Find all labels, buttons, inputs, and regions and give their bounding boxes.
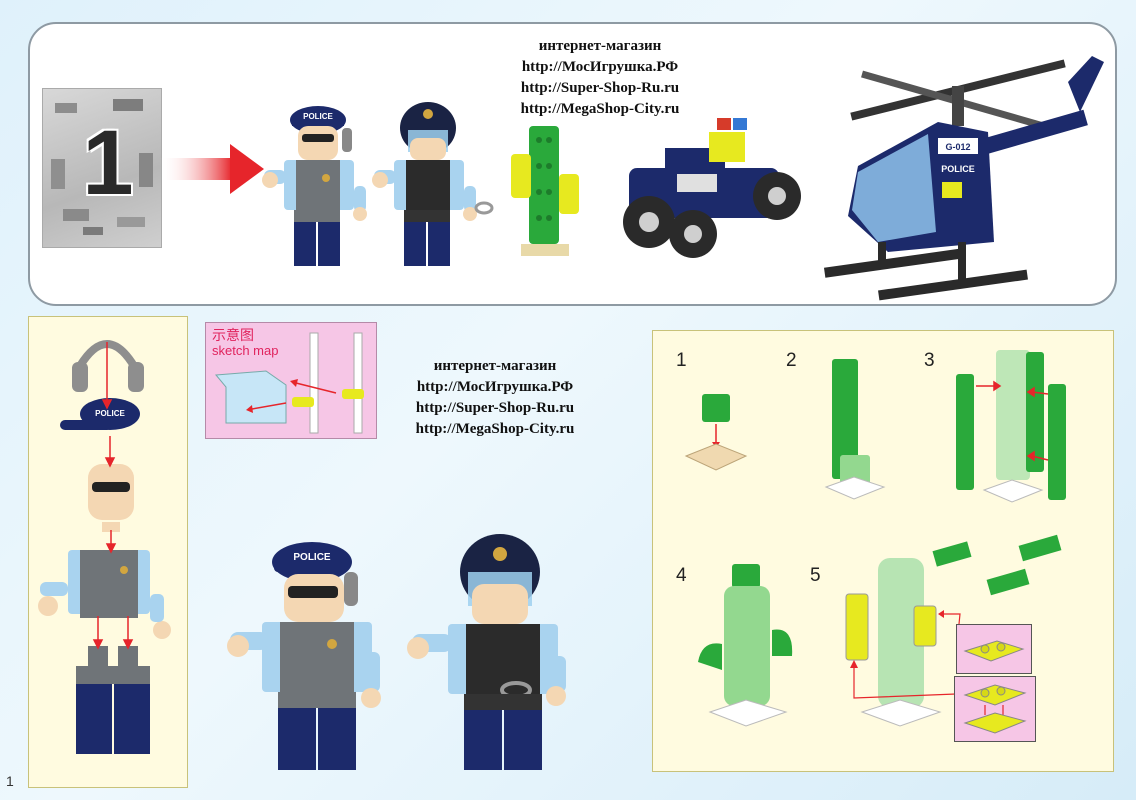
cap-part-label: POLICE (95, 409, 125, 418)
shop-ad-line: http://Super-Shop-Ru.ru (415, 400, 575, 416)
sketch-map-box: 示意图 sketch map (205, 322, 377, 439)
headset-part (72, 340, 144, 392)
shop-ad-line: http://MegaShop-City.ru (415, 421, 575, 437)
shop-ad-line: интернет-магазин (538, 38, 662, 54)
step-4-diagram (698, 564, 793, 727)
yellow-plates-stack-diagram (963, 684, 1027, 734)
cactus-model (511, 126, 579, 256)
sketch-map-diagram (214, 332, 364, 434)
step-5-inset-bottom (954, 676, 1036, 742)
bag-parts-texture (51, 99, 153, 235)
step-label: 3 (924, 350, 935, 371)
assembled-cap-label: POLICE (293, 552, 331, 563)
yellow-plate-diagram (963, 640, 1025, 662)
police-officer-minifig-assembled: POLICE (227, 542, 381, 770)
shop-ad-line: http://MegaShop-City.ru (520, 101, 680, 117)
step-label: 2 (786, 350, 797, 371)
police-helicopter-model: G-012 POLICE (823, 56, 1104, 301)
cap-label: POLICE (303, 112, 333, 121)
heli-side-label: POLICE (941, 164, 975, 174)
shop-ad-top: интернет-магазин http://МосИгрушка.РФ ht… (480, 36, 720, 120)
minifig-exploded-view: POLICE (38, 340, 171, 754)
police-atv-model (623, 118, 801, 258)
swat-officer-minifig (372, 102, 494, 266)
bag-number: 1 (82, 112, 134, 214)
shop-ad-line: http://МосИгрушка.РФ (416, 379, 574, 395)
step-5-inset-top (956, 624, 1032, 674)
step-5-diagram (845, 558, 961, 727)
step-1-diagram (684, 394, 748, 471)
step-label: 5 (810, 565, 821, 586)
step-2-diagram (824, 359, 886, 500)
police-officer-minifig: POLICE (262, 106, 367, 266)
sketch-map-title-en: sketch map (212, 343, 279, 358)
legs-part (76, 646, 150, 754)
torso-part (38, 550, 171, 639)
money-tiles (932, 534, 1062, 596)
parts-bag-image: 1 (42, 88, 162, 248)
police-cap-part: POLICE (60, 398, 140, 430)
shop-ad-line: интернет-магазин (433, 358, 557, 374)
step-label: 4 (676, 565, 687, 586)
shop-ad-line: http://МосИгрушка.РФ (521, 59, 679, 75)
assembly-arrows (92, 342, 134, 650)
swat-officer-minifig-assembled (407, 534, 566, 770)
arrow-right-icon (160, 144, 264, 194)
page-number: 1 (6, 773, 14, 789)
sketch-map-title-cn: 示意图 (212, 328, 254, 344)
heli-code-label: G-012 (945, 142, 970, 152)
step-3-diagram (956, 350, 1066, 503)
head-part (88, 464, 134, 532)
step-label: 1 (676, 350, 687, 371)
shop-ad-middle: интернет-магазин http://МосИгрушка.РФ ht… (375, 356, 615, 440)
shop-ad-line: http://Super-Shop-Ru.ru (520, 80, 680, 96)
